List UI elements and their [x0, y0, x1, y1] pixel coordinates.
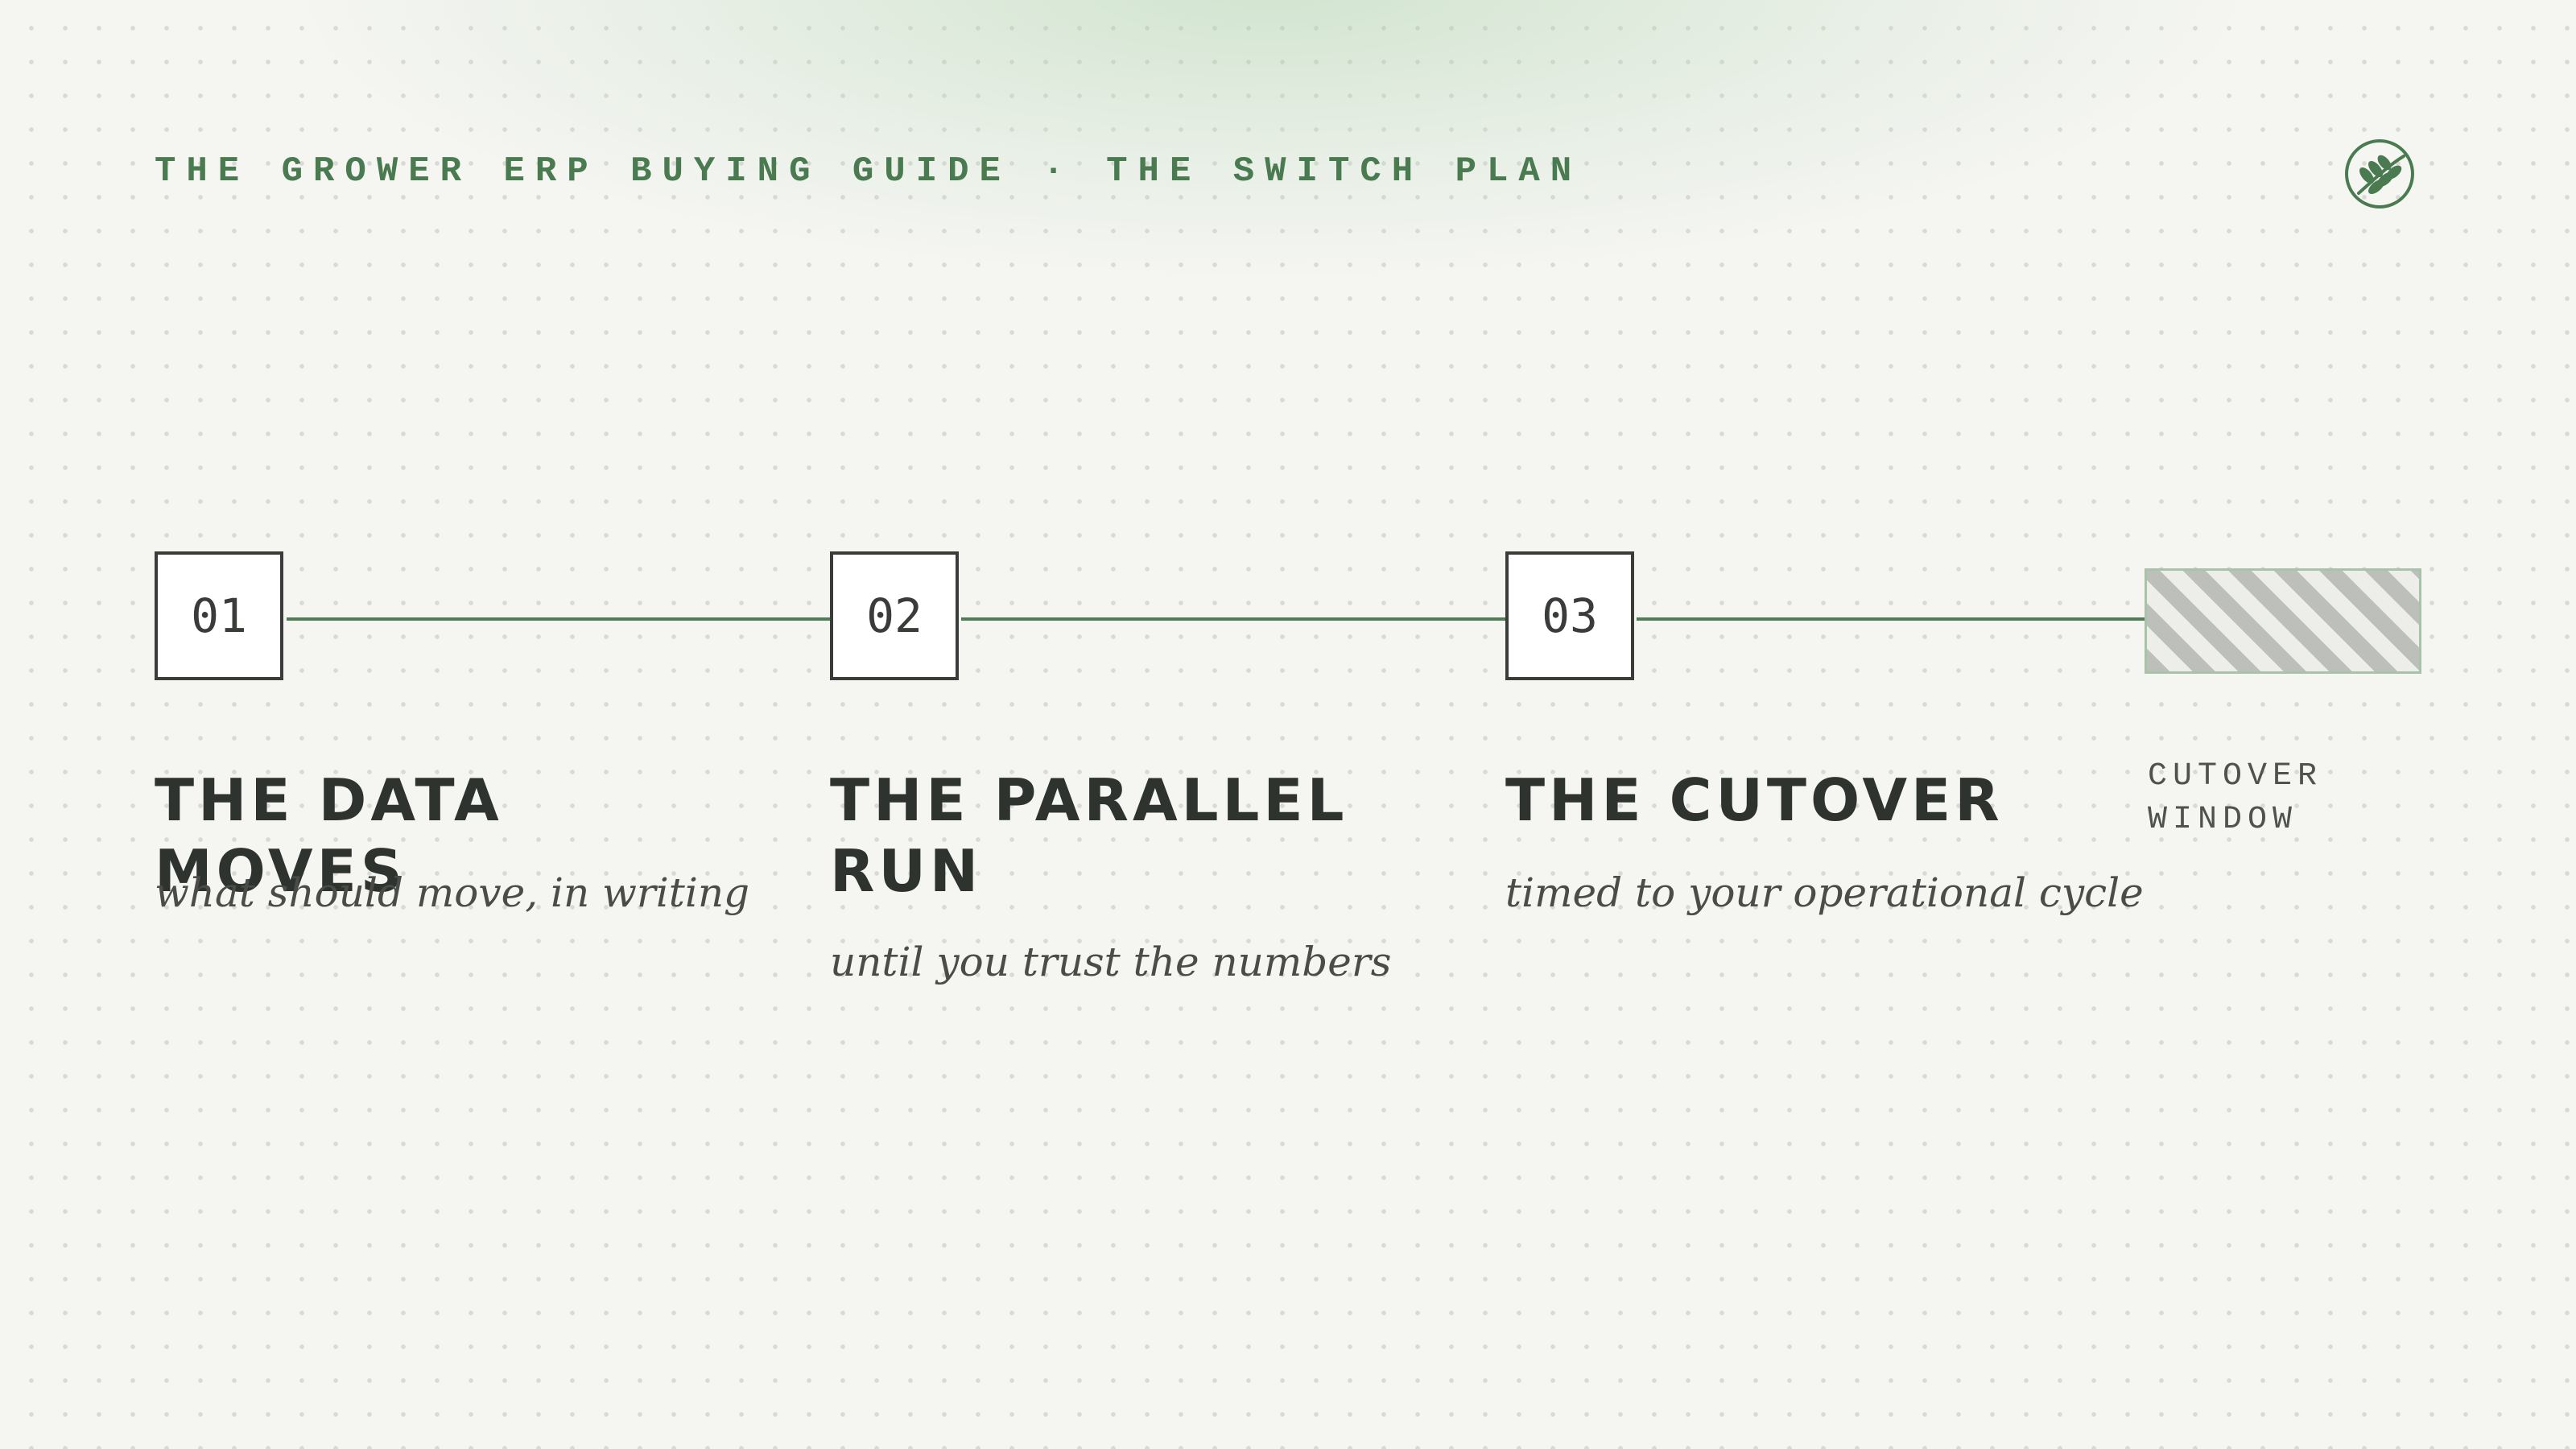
cutover-window-label-line-1: CUTOVER — [2148, 758, 2323, 795]
leaf-circle-icon — [2345, 139, 2414, 208]
background-glow — [306, 0, 2238, 274]
step-subtitle-2: until you trust the numbers — [830, 939, 1392, 985]
step-number-box-1: 01 — [155, 551, 283, 680]
timeline-connector-3-window — [1637, 617, 2146, 621]
cutover-window-label: CUTOVER WINDOW — [2148, 755, 2322, 842]
step-subtitle-1: what should move, in writing — [155, 869, 750, 916]
cutover-window-bar — [2145, 568, 2421, 674]
timeline-connector-1-2 — [287, 617, 831, 621]
step-title-2: THE PARALLEL RUN — [830, 766, 1348, 905]
step-number-box-3: 03 — [1505, 551, 1634, 680]
cutover-window-label-line-2: WINDOW — [2148, 802, 2298, 838]
step-subtitle-3: timed to your operational cycle — [1505, 869, 2144, 916]
page-header-title: THE GROWER ERP BUYING GUIDE · THE SWITCH… — [155, 151, 1583, 192]
step-title-1: THE DATA MOVES — [155, 766, 503, 905]
timeline-connector-2-3 — [961, 617, 1505, 621]
step-number-box-2: 02 — [830, 551, 959, 680]
step-title-3: THE CUTOVER — [1505, 766, 2004, 834]
